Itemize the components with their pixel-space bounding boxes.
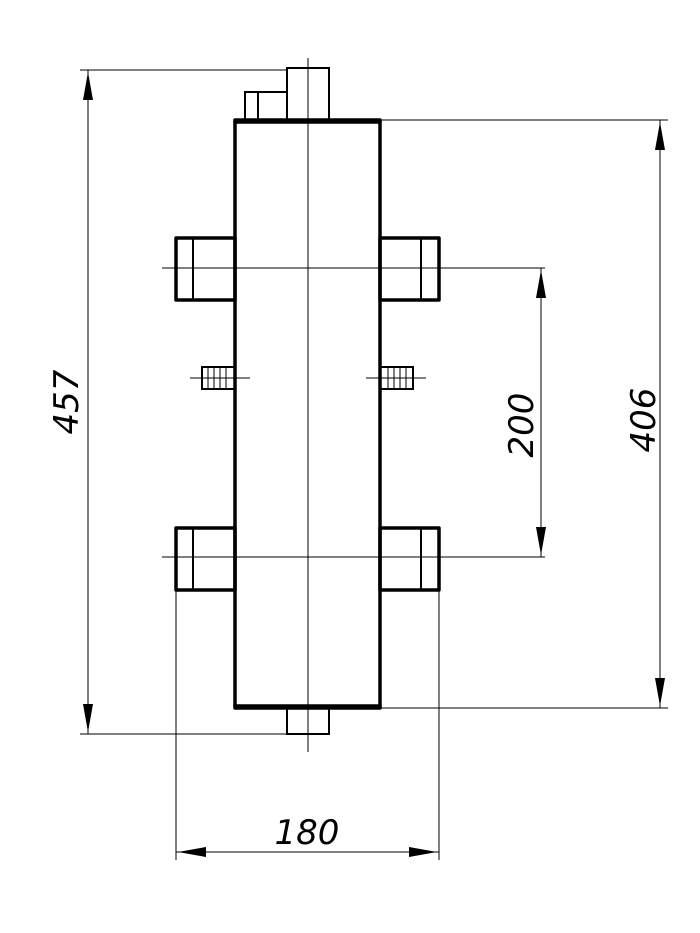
- nozzle-upper-right: [378, 236, 441, 302]
- bottom-drain-pipe: [286, 707, 330, 735]
- dimension-nozzle-width: 180: [175, 590, 440, 860]
- nozzle-upper-left: [174, 236, 237, 302]
- dimension-label-457: 457: [47, 369, 87, 434]
- dimension-label-180: 180: [275, 813, 340, 853]
- arrow-head: [536, 527, 546, 555]
- arrow-head: [83, 704, 93, 732]
- dimension-nozzle-spacing: 200: [502, 268, 546, 557]
- arrow-head: [536, 270, 546, 298]
- mounting-stud-right: [379, 366, 414, 390]
- arrow-head: [409, 847, 437, 857]
- dimension-label-200: 200: [502, 393, 542, 458]
- nozzle-lower-left: [174, 526, 237, 592]
- mounting-stud-left: [201, 366, 236, 390]
- arrow-head: [655, 122, 665, 150]
- arrow-head: [178, 847, 206, 857]
- arrow-head: [655, 678, 665, 706]
- centerlines: [162, 58, 545, 752]
- arrow-head: [83, 72, 93, 100]
- separator-body: [174, 67, 441, 735]
- dimension-body-height: 406: [380, 119, 668, 709]
- dimension-label-406: 406: [624, 388, 664, 453]
- top-small-pipe: [244, 91, 288, 121]
- nozzle-lower-right: [378, 526, 441, 592]
- dimension-overall-height: 457: [47, 69, 287, 735]
